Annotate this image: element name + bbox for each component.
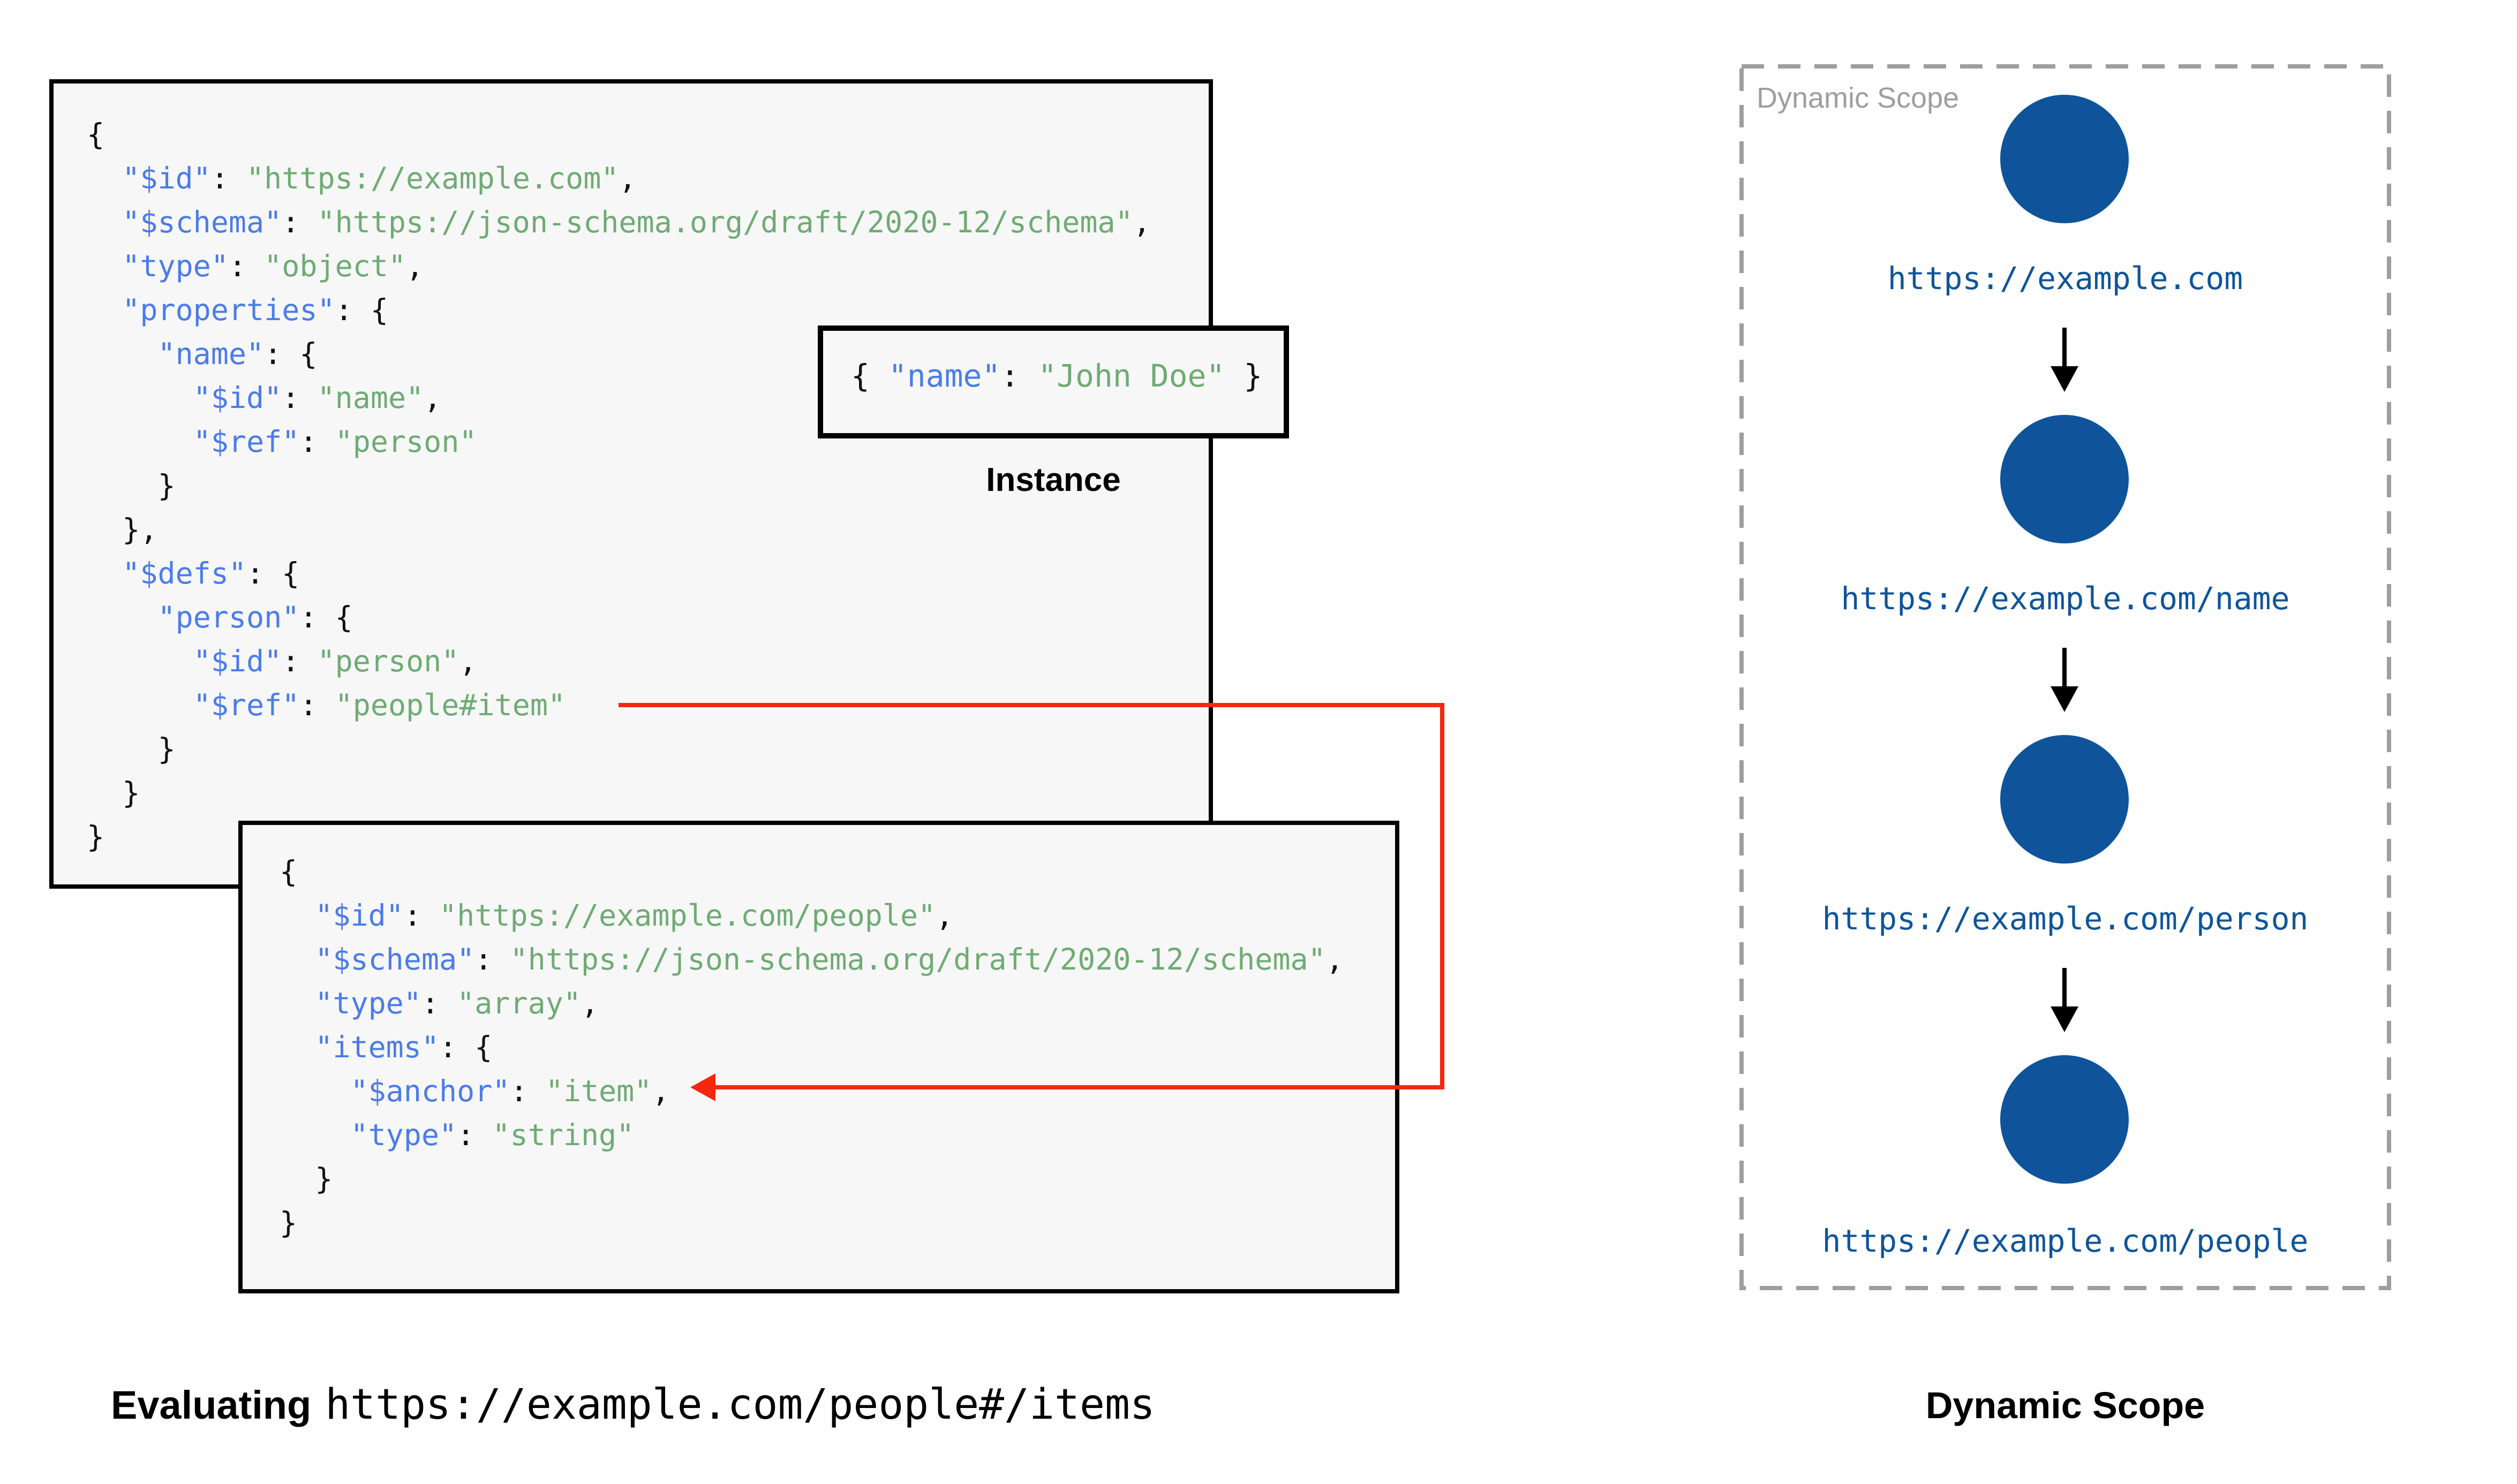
dynamic-scope-panel: Dynamic Scope https://example.com https:…: [1739, 64, 2391, 1290]
down-arrow-icon: [2051, 328, 2078, 392]
dynamic-scope-panel-label: Dynamic Scope: [1757, 82, 1960, 114]
evaluating-caption-uri: https://example.com/people#/items: [325, 1381, 1155, 1429]
scope-node-circle: [2000, 95, 2129, 223]
code-line: "$id": "https://example.com/people",: [315, 898, 954, 933]
dashed-border: [1739, 64, 2391, 1290]
code-line: "properties": {: [122, 293, 388, 327]
code-line: "$id": "person",: [193, 644, 477, 678]
code-line: {: [280, 854, 298, 889]
instance-label: Instance: [986, 461, 1121, 498]
code-line: }: [87, 776, 140, 810]
code-line: "$ref": "person": [193, 425, 477, 459]
instance-code: { "name": "John Doe" }: [823, 360, 1262, 404]
code-line: "$id": "https://example.com",: [122, 161, 637, 195]
evaluating-caption: Evaluating https://example.com/people#/i…: [111, 1374, 1155, 1437]
scope-node-circle: [2000, 1055, 2129, 1184]
code-line: },: [87, 512, 158, 547]
schema-root-code: { "$id": "https://example.com", "$schema…: [54, 84, 1209, 859]
schema-box-people: { "$id": "https://example.com/people", "…: [238, 821, 1399, 1293]
code-line: {: [87, 117, 105, 152]
code-line: "person": {: [157, 600, 353, 634]
code-line: "$ref": "people#item": [193, 688, 566, 722]
code-line: "type": "array",: [315, 986, 599, 1020]
code-line: }: [280, 1206, 298, 1240]
dynamic-scope-title: Dynamic Scope: [1925, 1384, 2205, 1426]
schema-people-code: { "$id": "https://example.com/people", "…: [243, 825, 1395, 1245]
code-line: }: [87, 468, 176, 503]
scope-node-url: https://example.com: [1887, 260, 2243, 297]
code-line: "type": "string": [350, 1118, 635, 1152]
code-line: "type": "object",: [122, 249, 424, 283]
code-line: "name": {: [157, 337, 318, 371]
down-arrow-icon: [2051, 968, 2078, 1032]
code-line: "items": {: [315, 1030, 493, 1064]
down-arrow-icon: [2051, 648, 2078, 712]
code-line: "$defs": {: [122, 556, 300, 590]
scope-node-url: https://example.com/people: [1822, 1223, 2309, 1259]
code-line: "$schema": "https://json-schema.org/draf…: [122, 205, 1151, 239]
code-line: }: [87, 732, 176, 766]
code-line: }: [87, 820, 105, 854]
scope-node-url: https://example.com/name: [1841, 580, 2290, 617]
scope-node-url: https://example.com/person: [1822, 900, 2309, 937]
code-line: }: [280, 1162, 333, 1196]
scope-node-circle: [2000, 415, 2129, 543]
evaluating-caption-prefix: Evaluating: [111, 1383, 312, 1427]
code-line: "$schema": "https://json-schema.org/draf…: [315, 942, 1344, 976]
code-line: { "name": "John Doe" }: [851, 357, 1263, 394]
code-line: "$id": "name",: [193, 381, 442, 415]
instance-box: { "name": "John Doe" }: [818, 325, 1289, 438]
scope-node-circle: [2000, 735, 2129, 864]
code-line: "$anchor": "item",: [350, 1074, 670, 1108]
